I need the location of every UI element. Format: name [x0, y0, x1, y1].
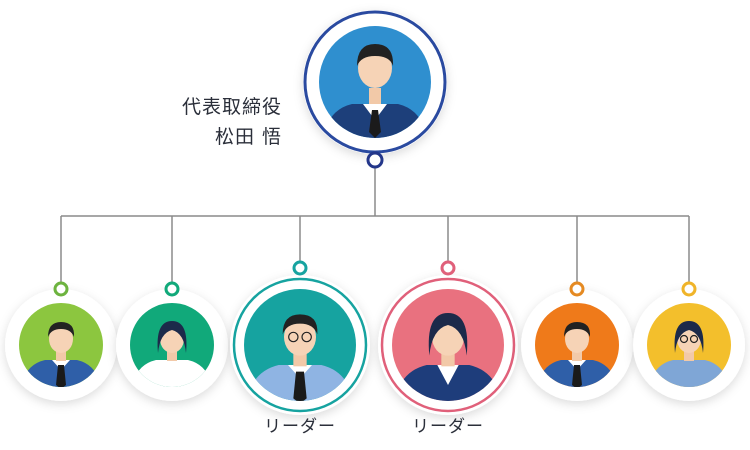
ceo-node-dot — [368, 153, 382, 167]
ceo-name: 松田 悟 — [182, 122, 282, 152]
member-node-dot — [55, 283, 67, 295]
ceo-role: 代表取締役 — [182, 92, 282, 122]
member-node-1 — [5, 283, 117, 401]
member-node-dot — [294, 262, 306, 274]
ceo-title-block: 代表取締役 松田 悟 — [182, 92, 282, 152]
member-layer — [5, 262, 745, 415]
member-node-dot — [442, 262, 454, 274]
member-node-dot — [166, 283, 178, 295]
member-4-label: リーダー — [378, 412, 518, 437]
member-node-6 — [633, 283, 745, 401]
ceo-node — [303, 10, 447, 167]
member-node-dot — [683, 283, 695, 295]
member-node-2 — [116, 283, 228, 401]
member-node-dot — [571, 283, 583, 295]
connector-lines — [61, 168, 689, 283]
member-node-4 — [378, 262, 518, 415]
member-node-3 — [230, 262, 370, 415]
member-3-label: リーダー — [230, 412, 370, 437]
member-node-5 — [521, 283, 633, 401]
